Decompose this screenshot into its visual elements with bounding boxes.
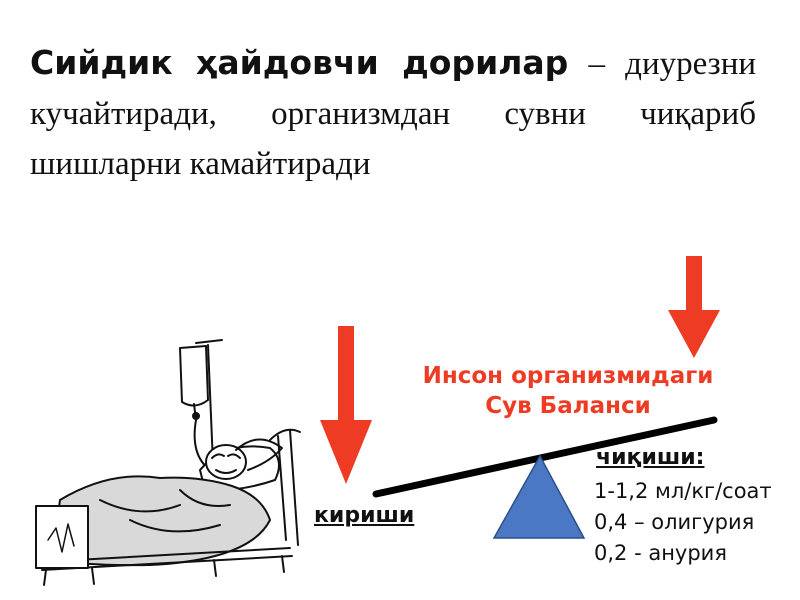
balance-beam <box>372 416 718 498</box>
heading-rest: диурезни кучайтиради, организмдан сувни … <box>30 46 757 182</box>
outflow-list: 1-1,2 мл/кг/соат 0,4 – олигурия 0,2 - ан… <box>594 476 772 569</box>
inflow-arrow <box>320 326 372 484</box>
outflow-arrow <box>668 256 720 358</box>
outflow-item-normal: 1-1,2 мл/кг/соат <box>594 479 772 503</box>
patient-in-hospital-bed-icon <box>35 339 301 586</box>
outflow-item-oliguria: 0,4 – олигурия <box>594 510 755 534</box>
diagram-title: Инсон организмидаги Сув Баланси <box>392 361 744 421</box>
diagram-title-line2: Сув Баланси <box>485 393 651 419</box>
outflow-label: чиқиши: <box>596 445 705 470</box>
outflow-item-anuria: 0,2 - анурия <box>594 541 727 565</box>
diagram-title-line1: Инсон организмидаги <box>422 363 714 389</box>
inflow-label: кириши <box>314 503 415 528</box>
heading-bold: Сийдик ҳайдовчи дорилар <box>30 43 569 82</box>
heading-dash: – <box>568 46 626 82</box>
heading-paragraph: Сийдик ҳайдовчи дорилар – диурезни кучай… <box>30 38 756 189</box>
fulcrum-triangle <box>492 454 586 539</box>
